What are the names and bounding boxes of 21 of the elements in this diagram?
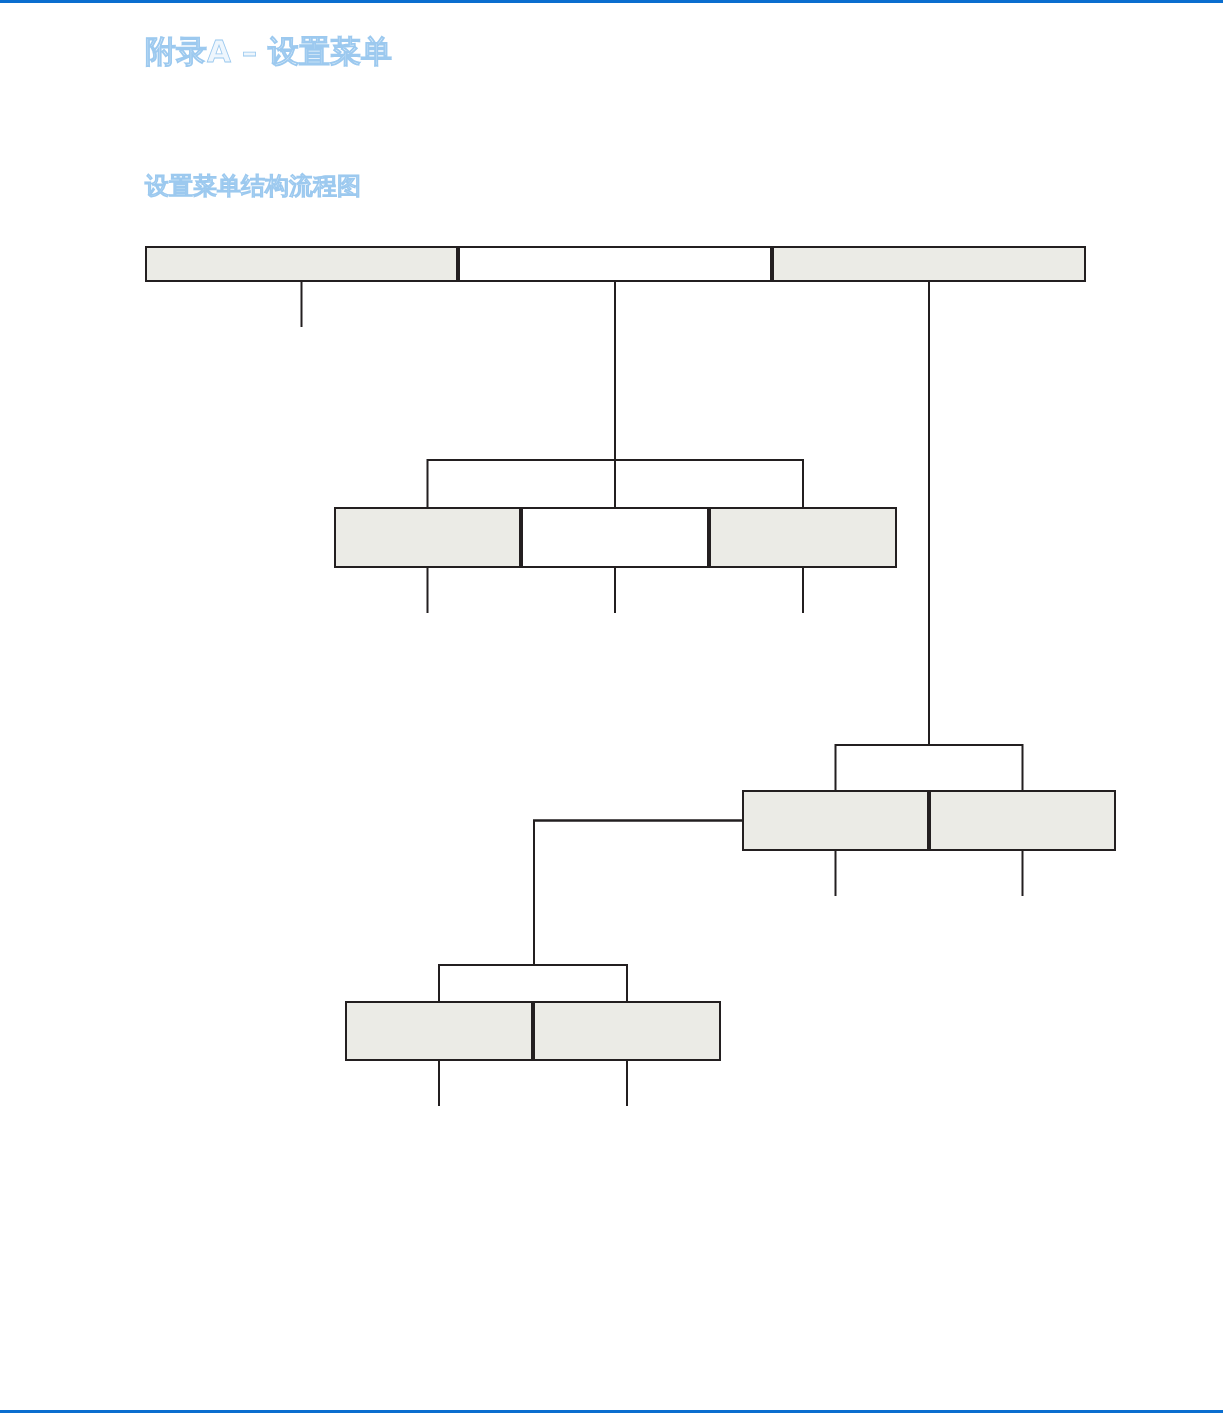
menu-box — [458, 246, 772, 282]
menu-box — [521, 507, 709, 568]
menu-box — [709, 507, 897, 568]
menu-box — [145, 246, 458, 282]
branch-stub-line — [300, 281, 303, 328]
menu-box — [533, 1001, 721, 1061]
page-title: 附录A – 设置菜单 — [145, 32, 393, 71]
branch-stub-line — [438, 1060, 440, 1107]
branch-stub-line — [426, 567, 429, 614]
connector-line — [533, 819, 743, 1002]
menu-box — [929, 790, 1116, 851]
branch-stub-line — [834, 850, 837, 897]
section-heading: 设置菜单结构流程图 — [145, 171, 361, 202]
branch-stub-line — [1021, 850, 1024, 897]
branch-stub-line — [626, 1060, 628, 1107]
menu-box — [742, 790, 929, 851]
menu-box — [334, 507, 521, 568]
branch-stub-line — [802, 567, 804, 614]
menu-box — [772, 246, 1086, 282]
branch-stub-line — [614, 567, 616, 614]
menu-box — [345, 1001, 533, 1061]
